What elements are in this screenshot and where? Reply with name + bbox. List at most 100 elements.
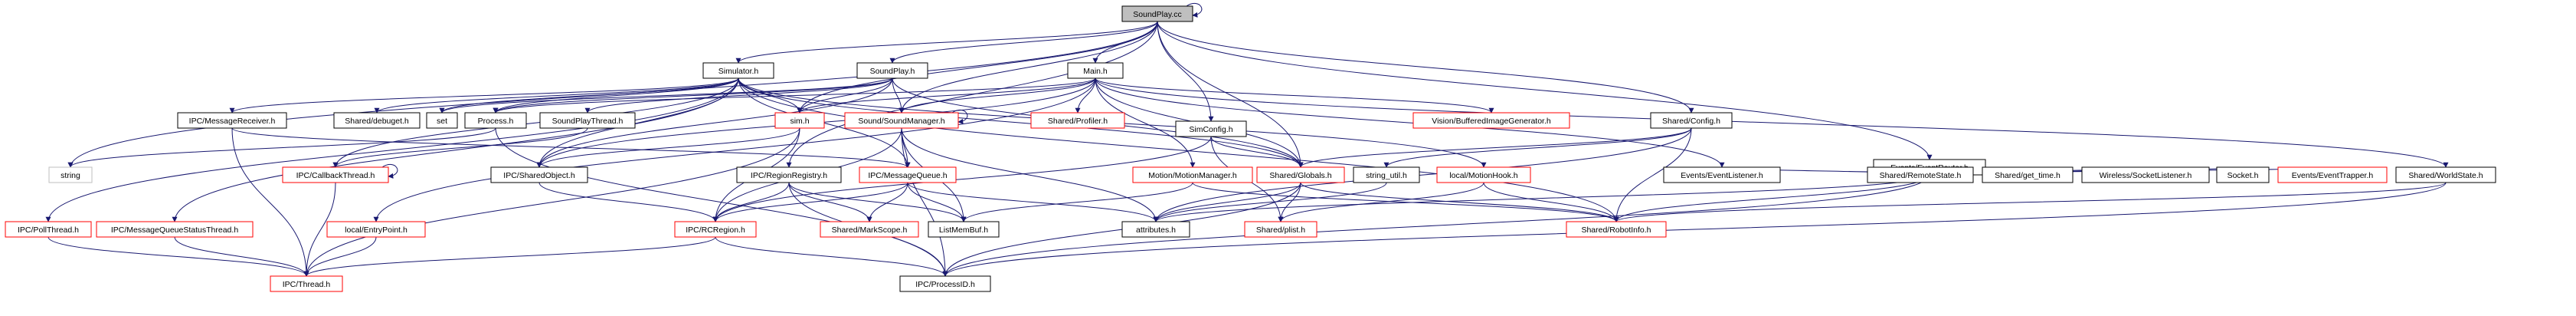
node-box bbox=[1030, 112, 1125, 129]
node-label: local/MotionHook.h bbox=[1449, 171, 1517, 180]
edge-soundplay_h-to-set bbox=[439, 77, 893, 114]
edge-sound_soundmanager_h-to-ipc_processid_h bbox=[901, 127, 948, 277]
edge-sound_soundmanager_h-to-sound_soundmanager_h bbox=[951, 109, 968, 124]
node-box bbox=[326, 221, 426, 238]
node-ipc-messagequeuestatusthread-h[interactable]: IPC/MessageQueueStatusThread.h bbox=[96, 221, 254, 238]
node-box bbox=[490, 166, 588, 183]
node-ipc-regionregistry-h[interactable]: IPC/RegionRegistry.h bbox=[736, 166, 842, 183]
node-box bbox=[1566, 221, 1667, 238]
node-socket-h[interactable]: Socket.h bbox=[2216, 166, 2270, 183]
node-box bbox=[1436, 166, 1531, 183]
node-box bbox=[1067, 62, 1124, 79]
node-shared-robotinfo-h[interactable]: Shared/RobotInfo.h bbox=[1566, 221, 1667, 238]
node-ipc-messagequeue-h[interactable]: IPC/MessageQueue.h bbox=[859, 166, 957, 183]
node-box bbox=[1867, 166, 1974, 183]
node-ipc-messagereceiver-h[interactable]: IPC/MessageReceiver.h bbox=[177, 112, 287, 129]
node-shared-profiler-h[interactable]: Shared/Profiler.h bbox=[1030, 112, 1125, 129]
node-box bbox=[1244, 221, 1317, 238]
node-label: Shared/RobotInfo.h bbox=[1581, 225, 1651, 235]
node-box bbox=[96, 221, 254, 238]
edge-local_entrypoint_h-to-ipc_thread_h bbox=[303, 236, 377, 277]
node-label: Main.h bbox=[1083, 67, 1108, 76]
edge-ipc_regionregistry_h-to-ipc_rcregion_h bbox=[712, 182, 790, 222]
edge-soundplay_cc-to-sim_h bbox=[797, 21, 1158, 114]
edge-ipc_rcregion_h-to-ipc_thread_h bbox=[303, 236, 716, 277]
edge-ipc_regionregistry_h-to-listmembuf_h bbox=[788, 182, 967, 222]
node-ipc-processid-h[interactable]: IPC/ProcessID.h bbox=[899, 275, 991, 292]
node-shared-remotestate-h[interactable]: Shared/RemoteState.h bbox=[1867, 166, 1974, 183]
node-events-eventtrapper-h[interactable]: Events/EventTrapper.h bbox=[2277, 166, 2388, 183]
edge-ipc_regionregistry_h-to-shared_markscope_h bbox=[788, 182, 872, 222]
node-shared-worldstate-h[interactable]: Shared/WorldState.h bbox=[2395, 166, 2496, 183]
node-string-util-h[interactable]: string_util.h bbox=[1353, 166, 1420, 183]
node-label: Shared/Globals.h bbox=[1269, 171, 1331, 180]
node-simconfig-h[interactable]: SimConfig.h bbox=[1175, 120, 1247, 137]
edge-events_eventrouter_h-to-attributes_h bbox=[1153, 174, 1930, 222]
edge-simulator_h-to-shared_debuget_h bbox=[374, 77, 739, 114]
node-box bbox=[702, 62, 774, 79]
node-shared-markscope-h[interactable]: Shared/MarkScope.h bbox=[820, 221, 919, 238]
node-soundplaythread-h[interactable]: SoundPlayThread.h bbox=[539, 112, 636, 129]
node-listmembuf-h[interactable]: ListMemBuf.h bbox=[928, 221, 1000, 238]
node-box bbox=[270, 275, 343, 292]
edge-soundplay_cc-to-simconfig_h bbox=[1157, 21, 1214, 122]
node-ipc-sharedobject-h[interactable]: IPC/SharedObject.h bbox=[490, 166, 588, 183]
edge-shared_sharedglobals_h-to-shared_plist_h bbox=[1278, 182, 1301, 222]
edge-ipc_pollthread_h-to-ipc_thread_h bbox=[47, 236, 309, 277]
node-ipc-pollthread-h[interactable]: IPC/PollThread.h bbox=[5, 221, 92, 238]
node-wireless-socketlistener-h[interactable]: Wireless/SocketListener.h bbox=[2081, 166, 2210, 183]
edge-motion_motionmanager_h-to-listmembuf_h bbox=[961, 182, 1193, 222]
node-box bbox=[1663, 166, 1781, 183]
node-ipc-callbackthread-h[interactable]: IPC/CallbackThread.h bbox=[282, 166, 389, 183]
node-motion-motionmanager-h[interactable]: Motion/MotionManager.h bbox=[1132, 166, 1253, 183]
node-label: SimConfig.h bbox=[1189, 125, 1232, 134]
node-box bbox=[736, 166, 842, 183]
node-label: Shared/Config.h bbox=[1662, 117, 1720, 126]
edge-ipc_messagereceiver_h-to-ipc_messagequeue_h bbox=[231, 127, 911, 168]
node-attributes-h[interactable]: attributes.h bbox=[1121, 221, 1190, 238]
node-label: SoundPlay.h bbox=[870, 67, 915, 76]
node-sim-h[interactable]: sim.h bbox=[774, 112, 825, 129]
node-box bbox=[2216, 166, 2270, 183]
node-box bbox=[856, 62, 928, 79]
node-simulator-h[interactable]: Simulator.h bbox=[702, 62, 774, 79]
node-main-h[interactable]: Main.h bbox=[1067, 62, 1124, 79]
node-label: Shared/plist.h bbox=[1256, 225, 1305, 235]
node-shared-sharedglobals-h[interactable]: Shared/Globals.h bbox=[1256, 166, 1345, 183]
node-label: Vision/BufferedImageGenerator.h bbox=[1432, 117, 1551, 126]
node-local-entrypoint-h[interactable]: local/EntryPoint.h bbox=[326, 221, 426, 238]
node-local-motionhook-h[interactable]: local/MotionHook.h bbox=[1436, 166, 1531, 183]
edge-shared_sharedglobals_h-to-attributes_h bbox=[1153, 182, 1301, 222]
edge-main_h-to-vision_bufferedimagegenerator_h bbox=[1095, 77, 1494, 114]
edge-simulator_h-to-set bbox=[439, 77, 739, 114]
node-shared-get-time-h[interactable]: Shared/get_time.h bbox=[1982, 166, 2074, 183]
node-shared-plist-h[interactable]: Shared/plist.h bbox=[1244, 221, 1317, 238]
node-events-eventlistener-h[interactable]: Events/EventListener.h bbox=[1663, 166, 1781, 183]
node-box bbox=[774, 112, 825, 129]
node-ipc-thread-h[interactable]: IPC/Thread.h bbox=[270, 275, 343, 292]
node-label: SoundPlay.cc bbox=[1133, 10, 1181, 19]
edge-shared_config_h-to-string_util_h bbox=[1383, 127, 1692, 168]
edge-ipc_messagequeuestatusthread_h-to-ipc_thread_h bbox=[174, 236, 309, 277]
edge-process_h-to-string bbox=[67, 127, 496, 168]
node-process-h[interactable]: Process.h bbox=[464, 112, 527, 129]
edge-main_h-to-motion_motionmanager_h bbox=[1095, 77, 1196, 168]
edge-layer bbox=[45, 2, 2449, 277]
node-label: local/EntryPoint.h bbox=[345, 225, 408, 235]
node-shared-config-h[interactable]: Shared/Config.h bbox=[1650, 112, 1733, 129]
node-set[interactable]: set bbox=[426, 112, 458, 129]
node-label: IPC/PollThread.h bbox=[18, 225, 79, 235]
node-box bbox=[1256, 166, 1345, 183]
node-shared-debuget-h[interactable]: Shared/debuget.h bbox=[333, 112, 421, 129]
node-sound-soundmanager-h[interactable]: Sound/SoundManager.h bbox=[844, 112, 959, 129]
node-ipc-rcregion-h[interactable]: IPC/RCRegion.h bbox=[674, 221, 757, 238]
node-soundplay-h[interactable]: SoundPlay.h bbox=[856, 62, 928, 79]
node-label: IPC/ProcessID.h bbox=[915, 280, 975, 289]
edge-simulator_h-to-shared_robotinfo_h bbox=[738, 77, 1619, 222]
node-label: Socket.h bbox=[2227, 171, 2259, 180]
node-vision-bufferedimagegenerator-h[interactable]: Vision/BufferedImageGenerator.h bbox=[1412, 112, 1570, 129]
node-box bbox=[2395, 166, 2496, 183]
edge-ipc_callbackthread_h-to-ipc_thread_h bbox=[303, 182, 336, 277]
node-string[interactable]: string bbox=[48, 166, 93, 183]
